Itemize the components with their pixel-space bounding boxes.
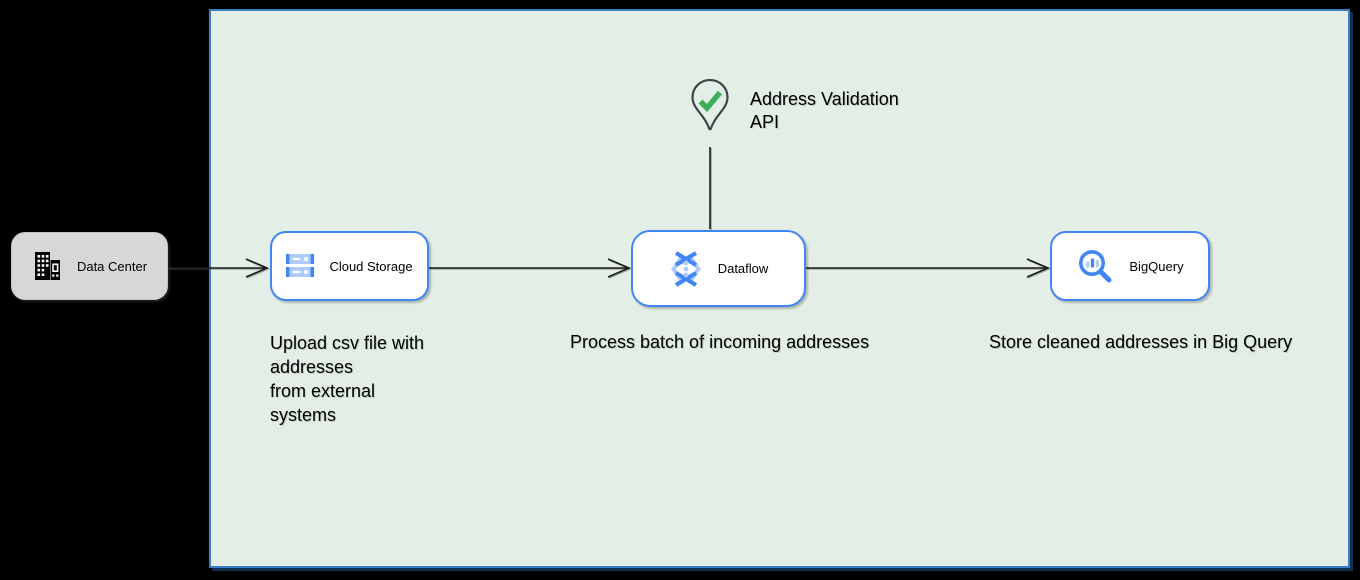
upload-caption-line: Upload csv file with xyxy=(270,333,425,353)
dataflow-icon xyxy=(669,250,703,288)
process-caption[interactable]: Process batch of incoming addresses xyxy=(570,332,870,352)
building-icon xyxy=(32,250,62,282)
node-label: Cloud Storage xyxy=(329,258,413,274)
node-label: Data Center xyxy=(76,258,148,274)
upload-caption[interactable]: Upload csv file with addresses from exte… xyxy=(270,331,424,427)
node-label: Dataflow xyxy=(717,261,769,276)
store-caption[interactable]: Store cleaned addresses in Big Query xyxy=(989,332,1293,352)
address-validation-label[interactable]: Address Validation API xyxy=(750,88,899,134)
bigquery-magnifier-icon xyxy=(1076,247,1114,285)
node-bigquery[interactable]: BigQuery xyxy=(1050,231,1210,301)
node-dataflow[interactable]: Dataflow xyxy=(631,230,806,307)
address-validation-line1: Address Validation xyxy=(750,89,899,109)
upload-caption-line: addresses xyxy=(270,357,354,377)
node-cloud-storage[interactable]: Cloud Storage xyxy=(270,231,429,301)
upload-caption-line: from external xyxy=(270,381,376,401)
node-data-center[interactable]: Data Center xyxy=(11,232,168,300)
map-pin-check-icon[interactable] xyxy=(689,78,731,134)
cloud-storage-icon xyxy=(286,253,315,279)
address-validation-line2: API xyxy=(750,112,780,132)
upload-caption-line: systems xyxy=(270,405,337,425)
node-label: BigQuery xyxy=(1129,258,1184,274)
